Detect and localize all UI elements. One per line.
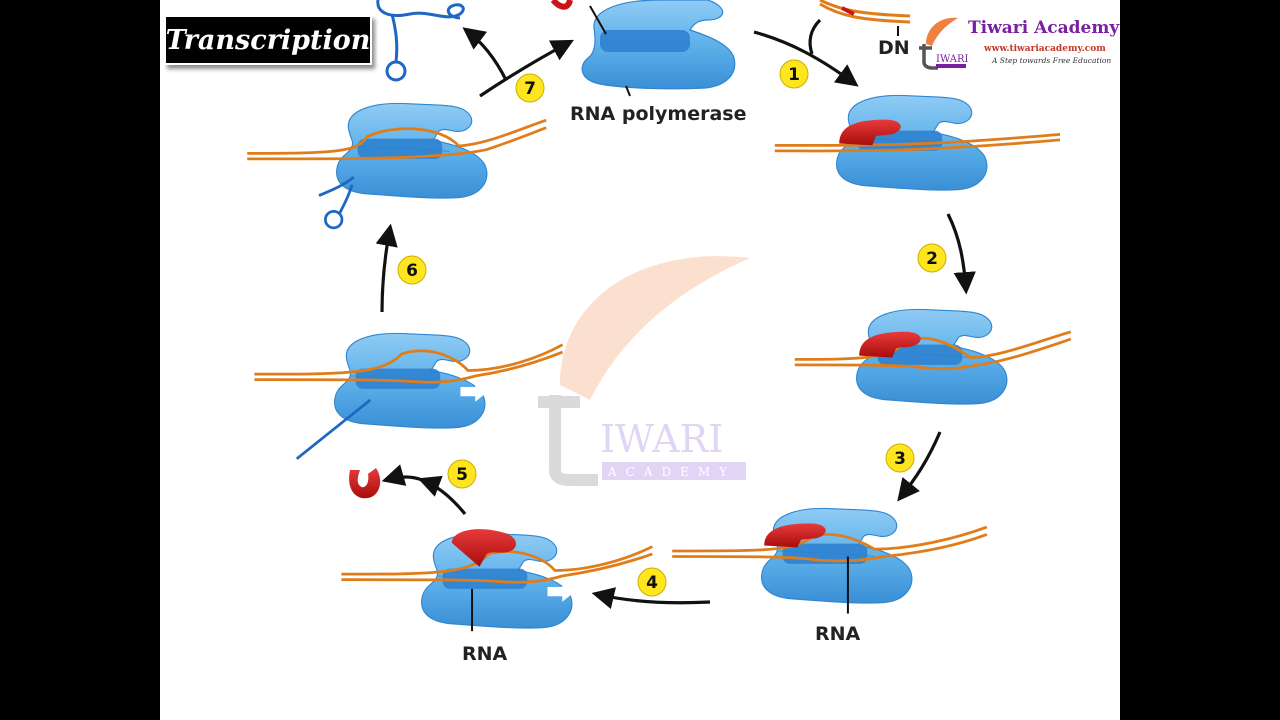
step-badge-5: 5 — [447, 459, 477, 489]
svg-text:3: 3 — [894, 449, 906, 469]
logo-tagline: A Step towards Free Education — [992, 56, 1112, 65]
svg-text:1: 1 — [788, 65, 800, 85]
stage-elongation-sigma — [341, 529, 653, 632]
incoming-dna — [819, 0, 911, 36]
stage-termination — [247, 102, 547, 230]
dna-label: DN — [878, 37, 910, 59]
logo-name: Tiwari Academy — [968, 18, 1120, 38]
watermark: IWARI ACADEMY — [538, 256, 750, 486]
step-badge-4: 4 — [637, 567, 667, 597]
stage-promoter-binding — [774, 94, 1061, 191]
logo-url: www.tiwariacademy.com — [984, 44, 1106, 54]
svg-text:5: 5 — [456, 465, 468, 485]
svg-text:2: 2 — [926, 249, 938, 269]
title-banner: Transcription — [164, 15, 372, 65]
rna-polymerase-label: RNA polymerase — [570, 103, 746, 125]
page-title: Transcription — [165, 24, 371, 56]
released-rna — [376, 0, 465, 82]
tiwari-academy-logo: IWARI Tiwari Academy www.tiwariacademy.c… — [918, 14, 1119, 72]
step-badge-1: 1 — [779, 59, 809, 89]
leaf-logo-icon: IWARI — [919, 17, 968, 70]
transcription-cycle-diagram: IWARI ACADEMY RNA polymerase DN — [247, 0, 1072, 665]
svg-text:4: 4 — [646, 573, 658, 593]
svg-text:IWARI: IWARI — [600, 417, 723, 461]
cycle-arrows — [375, 18, 976, 610]
stage-initiation — [672, 507, 988, 614]
rna-label-initiation: RNA — [815, 623, 861, 645]
stage-open-complex — [794, 308, 1072, 405]
svg-text:IWARI: IWARI — [936, 54, 968, 65]
released-sigma-factor — [349, 468, 381, 499]
step-badge-3: 3 — [885, 443, 915, 473]
slide: IWARI ACADEMY RNA polymerase DN — [160, 0, 1120, 720]
svg-text:ACADEMY: ACADEMY — [607, 465, 736, 479]
stage-elongation — [254, 332, 564, 460]
svg-text:7: 7 — [524, 79, 536, 99]
step-badge-6: 6 — [397, 255, 427, 285]
free-rna-polymerase — [550, 0, 736, 97]
rna-label-elongation: RNA — [462, 643, 508, 665]
step-badge-7: 7 — [515, 73, 545, 103]
svg-text:6: 6 — [406, 261, 418, 281]
step-badge-2: 2 — [917, 243, 947, 273]
